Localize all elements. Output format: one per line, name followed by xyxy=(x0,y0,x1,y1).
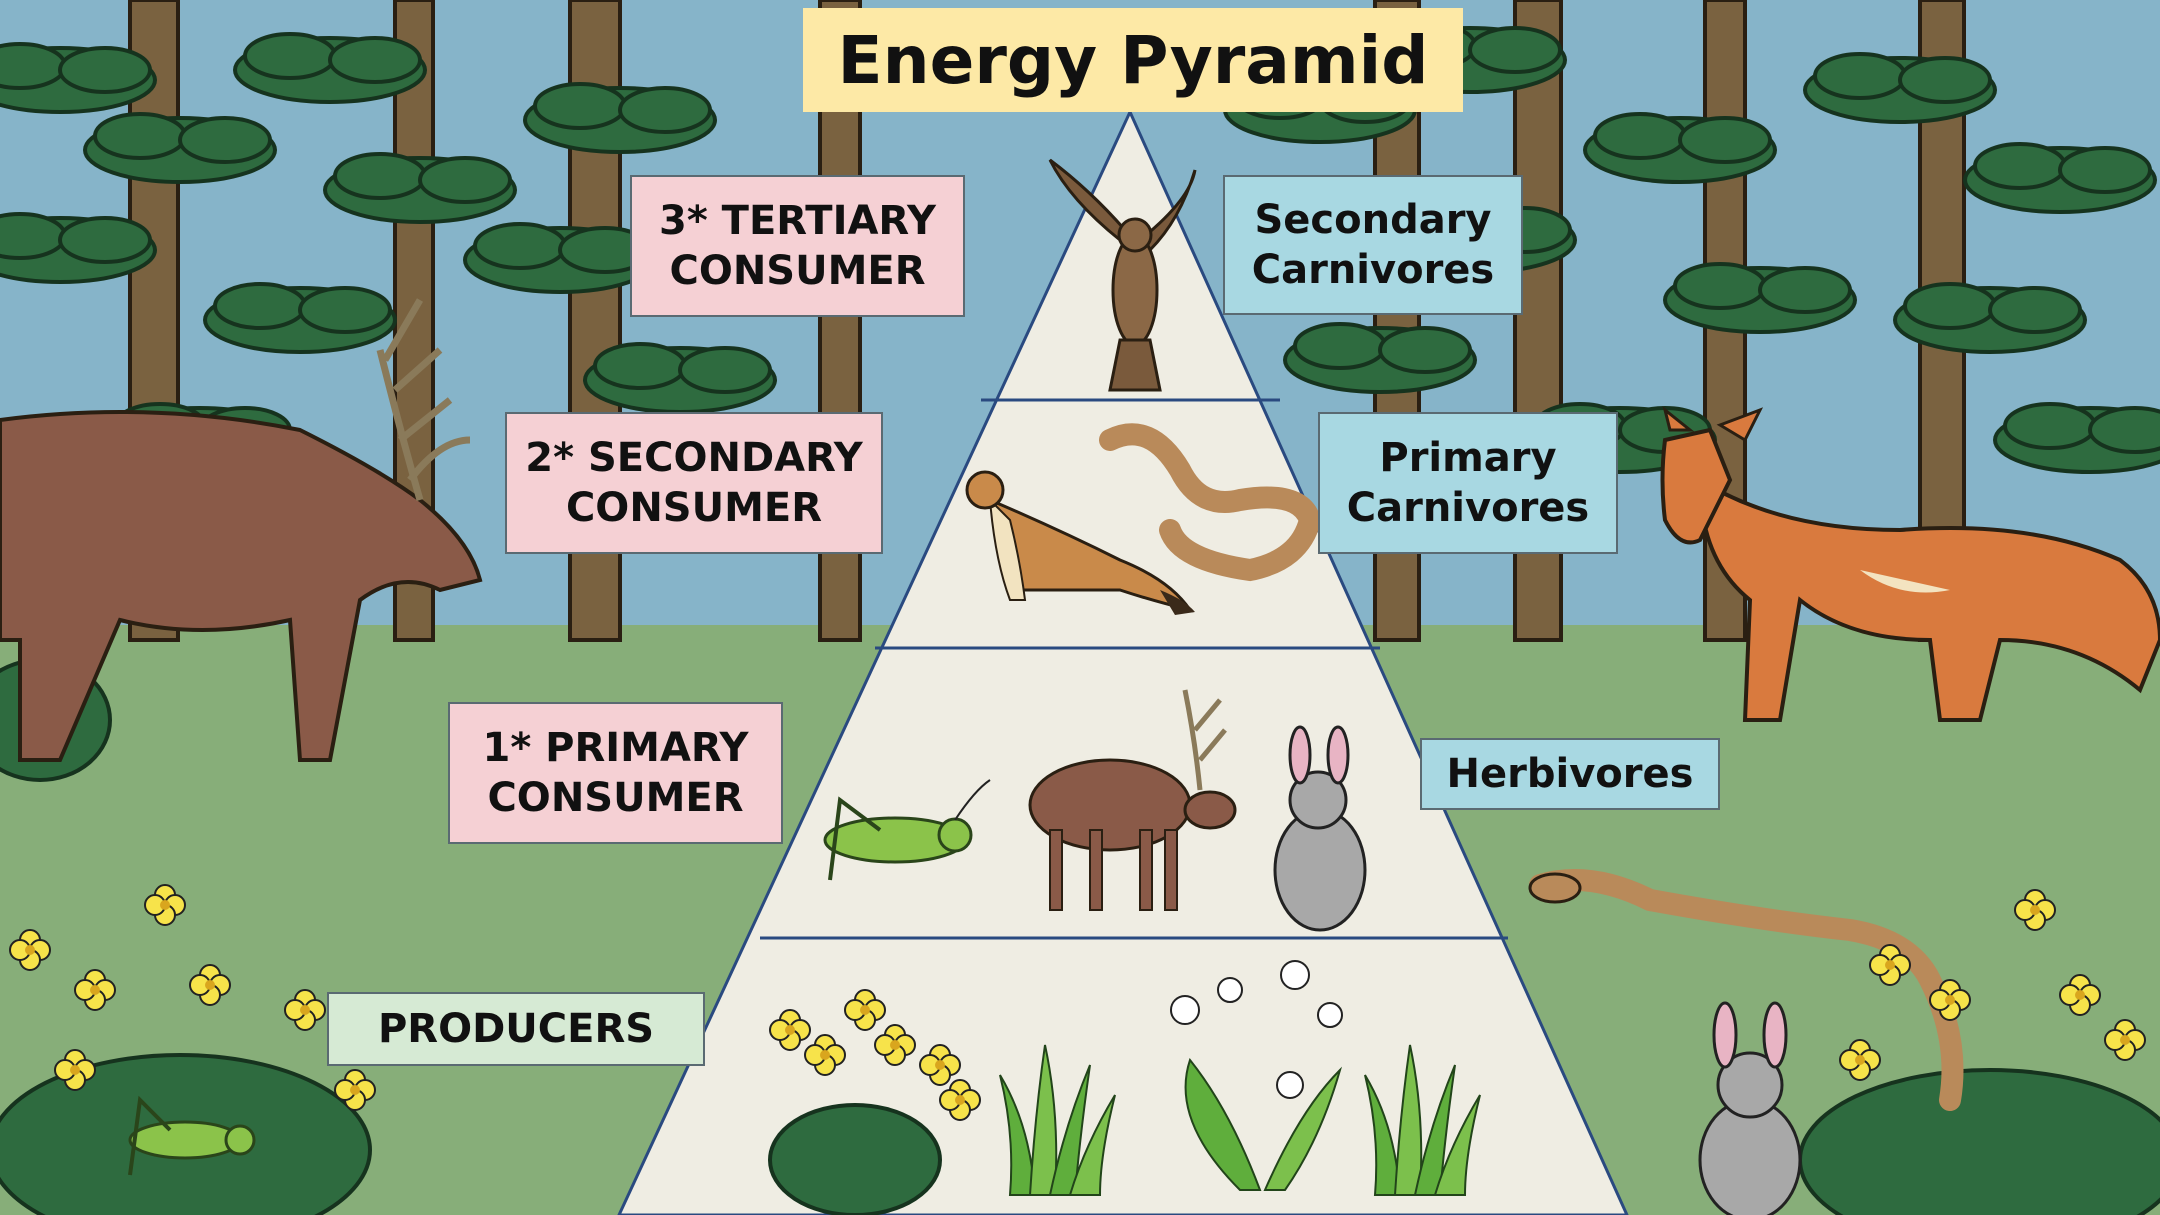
herbivores-label: Herbivores xyxy=(1420,738,1720,810)
rabbit-icon xyxy=(1698,1001,1802,1215)
snake-icon xyxy=(1099,423,1322,582)
rabbit-icon xyxy=(1273,725,1367,932)
weasel-icon xyxy=(965,470,1195,615)
elk-icon xyxy=(0,298,483,762)
snake-head xyxy=(1528,872,1582,904)
fox-icon xyxy=(1660,406,2160,722)
daisy-icon xyxy=(1170,960,1343,1191)
grasshopper-icon xyxy=(128,1095,256,1176)
hawk-icon xyxy=(1048,158,1197,392)
flower-bush-icon xyxy=(768,989,981,1215)
page-title: Energy Pyramid xyxy=(803,8,1463,112)
grasshopper-icon xyxy=(823,779,991,881)
elk-icon xyxy=(1028,689,1237,911)
producers-label: PRODUCERS xyxy=(327,992,705,1066)
